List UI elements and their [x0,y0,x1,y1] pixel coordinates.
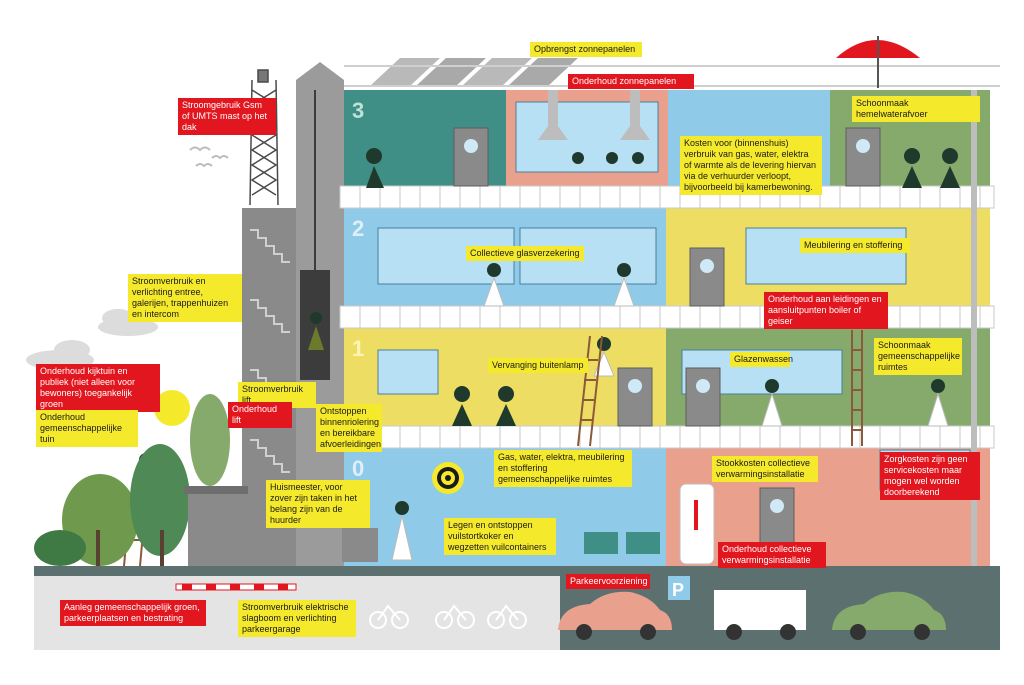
label-stookkosten: Stookkosten collectieve verwarmingsinsta… [712,456,818,482]
label-glazenwassen: Glazenwassen [730,352,793,367]
door-portholes [464,139,870,513]
floor-number-0: 0 [352,456,364,481]
cars [558,590,946,640]
doors [453,127,881,549]
parking-sign-box [668,576,690,600]
label-huismeester: Huismeester, voor zover zijn taken in he… [266,480,370,528]
balconies [339,185,995,449]
label-vervanging-buitenlamp: Vervanging buitenlamp [488,358,588,373]
dartboard [432,462,464,494]
umbrella [836,36,920,88]
label-schoonmaak-hemelwaterafvoer: Schoonmaak hemelwaterafvoer [852,96,980,122]
garden-trees [34,390,230,566]
label-onderhoud-zonnepanelen: Onderhoud zonnepanelen [568,74,694,89]
label-onderhoud-kijktuin: Onderhoud kijktuin en publiek (niet alle… [36,364,160,412]
label-onderhoud-leidingen: Onderhoud aan leidingen en aansluitpunte… [764,292,888,329]
label-onderhoud-tuin: Onderhoud gemeenschappelijke tuin [36,410,138,447]
label-onderhoud-lift: Onderhoud lift [228,402,292,428]
gsm-mast [249,69,279,206]
label-meubilering-stoffering: Meubilering en stoffering [800,238,910,253]
floor-number-1: 1 [352,336,364,361]
label-collectieve-glasverzekering: Collectieve glasverzekering [466,246,584,261]
label-stroomgebruik-gsm: Stroomgebruik Gsm of UMTS mast op het da… [178,98,276,135]
boiler [679,483,715,565]
lounge-chairs [584,532,660,554]
garden-shed [184,486,248,566]
label-kosten-binnenshuis: Kosten voor (binnenshuis) verbruik van g… [680,136,822,195]
label-stroomverbruik-slagboom: Stroomverbruik elektrische slagboom en v… [238,600,356,637]
barrier-gate [175,583,297,591]
label-onderhoud-verwarming: Onderhoud collectieve verwarmingsinstall… [718,542,826,568]
solar-panels [370,58,578,86]
workers [135,263,949,561]
waste-container [342,528,378,562]
label-parkeervoorziening: Parkeervoorziening [566,574,650,589]
floor-number-3: 3 [352,98,364,123]
parking-sign: P [672,580,684,600]
label-gas-water-elektra: Gas, water, elektra, meubilering en stof… [494,450,632,487]
kitchen-hoods [538,90,650,140]
label-stroomverbruik-verlichting: Stroomverbruik en verlichting entree, ga… [128,274,242,322]
ground-strip [34,566,1000,576]
label-ontstoppen-binnenriolering: Ontstoppen binnenriolering en bereikbare… [316,404,382,452]
label-aanleg-groen: Aanleg gemeenschappelijk groen, parkeerp… [60,600,206,626]
label-legen-ontstoppen: Legen en ontstoppen vuilstortkoker en we… [444,518,556,555]
residents [308,148,960,426]
label-schoonmaak-ruimtes: Schoonmaak gemeenschappelijke ruimtes [874,338,962,375]
birds [189,146,229,168]
label-opbrengst-zonnepanelen: Opbrengst zonnepanelen [530,42,642,57]
floor-number-2: 2 [352,216,364,241]
bicycles [369,604,527,629]
label-zorgkosten: Zorgkosten zijn geen servicekosten maar … [880,452,980,500]
